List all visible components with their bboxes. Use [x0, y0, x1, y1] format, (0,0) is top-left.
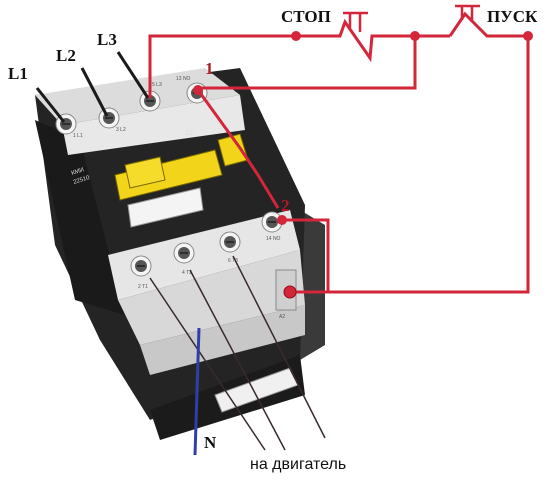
yellow-actuator [114, 133, 249, 201]
label-window [127, 187, 204, 228]
contactor: 1 L1 3 L2 5 L3 13 NO 10 КМИ 22510 [35, 68, 325, 440]
stop-button-symbol [343, 11, 368, 32]
label-start: ПУСК [487, 7, 538, 26]
node-start-out [523, 31, 533, 41]
coil-terminal-label: A2 [279, 314, 285, 320]
term-top-4-label: 13 NO [176, 76, 191, 82]
label-motor: на двигатель [250, 456, 347, 473]
label-neutral: N [204, 433, 217, 452]
start-button-symbol [455, 4, 480, 22]
phase-leads [35, 51, 150, 123]
term-bot-2-label: 4 T2 [182, 270, 192, 276]
bottom-terminal-face [118, 250, 305, 345]
bottom-terminal-lower [140, 305, 305, 375]
term-top-3-label: 5 L3 [152, 82, 162, 88]
stop-switch-wire [296, 18, 415, 63]
top-terminal-block [35, 68, 240, 125]
wire-l3-to-stop [148, 34, 296, 98]
label-stop: СТОП [281, 7, 331, 26]
motor-leads [149, 255, 326, 451]
wire-14-to-coil [282, 218, 330, 292]
start-switch-wire [448, 11, 528, 38]
bottom-terminal-screw-1 [130, 255, 152, 277]
term-top-1-label: 1 L1 [73, 133, 83, 139]
node-stop-in [291, 31, 301, 41]
label-l2: L2 [56, 46, 76, 65]
neutral-wire [193, 327, 201, 456]
model-line-1: КМИ [71, 167, 85, 177]
left-side-panel [35, 120, 125, 315]
bottom-terminal-block [108, 210, 300, 300]
label-l3: L3 [97, 30, 117, 49]
contactor-side [300, 210, 325, 360]
model-line-2: 22510 [73, 175, 91, 186]
bottom-terminal-screw-3 [219, 231, 241, 253]
node-coil-a2 [283, 285, 297, 299]
bottom-terminal-screw-2 [173, 242, 195, 264]
term-bot-3-label: 6 T3 [228, 258, 238, 264]
lead-l3 [116, 51, 150, 99]
wire-holding-to-13 [198, 36, 417, 90]
wire-start-to-coil [290, 36, 530, 294]
label-point-2: 2 [281, 196, 290, 215]
top-terminal-face [62, 95, 245, 155]
node-terminal-13 [193, 85, 203, 95]
bottom-terminal-screw-4 [261, 211, 283, 233]
aux-block-label: 10 [185, 130, 193, 137]
aux-contact-path [196, 89, 280, 209]
term-top-2-label: 3 L2 [116, 127, 126, 133]
node-terminal-14 [277, 215, 287, 225]
top-terminal-screw-2 [98, 107, 120, 129]
term-bot-1-label: 2 T1 [138, 284, 148, 290]
lead-l2 [80, 67, 109, 117]
label-point-1: 1 [205, 59, 214, 78]
motor-lead-2 [189, 269, 286, 451]
motor-lead-1 [149, 277, 266, 451]
control-circuit [148, 11, 530, 294]
node-stop-out [410, 31, 420, 41]
lead-l1 [35, 87, 66, 123]
label-l1: L1 [8, 64, 28, 83]
motor-lead-3 [232, 255, 326, 439]
term-bot-4-label: 14 NO [266, 236, 281, 242]
